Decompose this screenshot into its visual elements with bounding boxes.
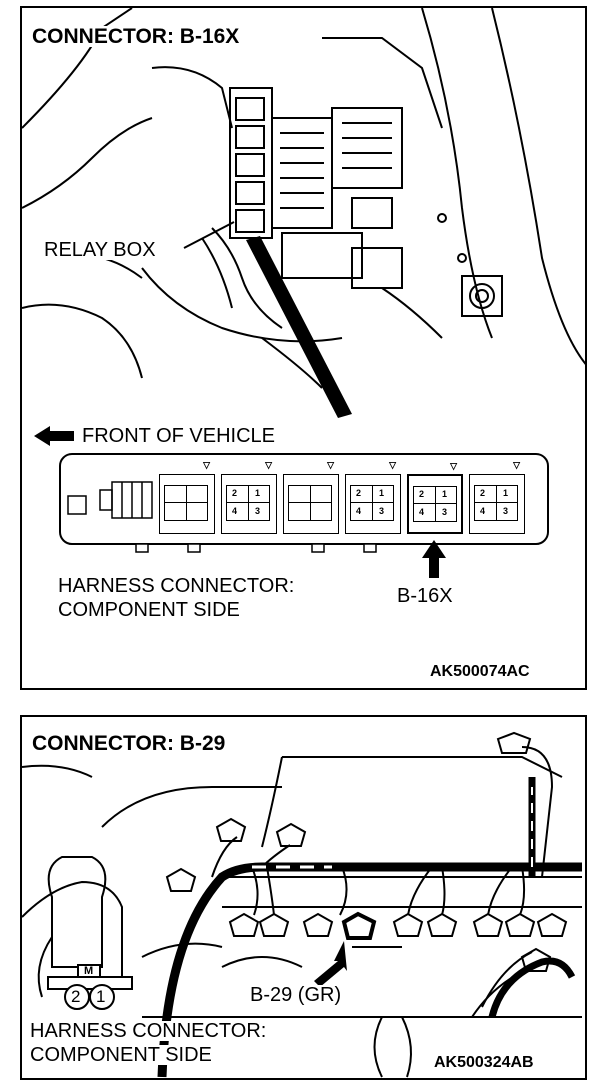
pin-label: 3	[379, 506, 385, 516]
harness-connector-label: HARNESS CONNECTOR:	[58, 575, 295, 597]
pin-1-label: 1	[96, 987, 106, 1006]
pin-label: 3	[442, 507, 448, 517]
connector-header: CONNECTOR: B-29	[32, 733, 230, 754]
component-side-label: COMPONENT SIDE	[58, 599, 240, 621]
pin-label: 4	[419, 507, 425, 517]
connector-module-4: ▽ 2 1 4 3	[345, 461, 401, 534]
b29-connector-highlight	[341, 911, 377, 940]
connector-module-1: ▽	[159, 461, 215, 534]
pin-label: 1	[255, 488, 261, 498]
figure-code: AK500074AC	[430, 663, 530, 680]
pin-label: 2	[480, 488, 486, 498]
connector-module-2: ▽ 2 1 4 3	[221, 461, 277, 534]
pin-label: 1	[503, 488, 509, 498]
terminal-marker: M	[84, 965, 94, 977]
pin-label: 3	[503, 506, 509, 516]
connector-module-6: ▽ 2 1 4 3	[469, 461, 525, 534]
b16x-pointer-arrow	[422, 540, 446, 578]
connector-module-b16x: ▽ 2 1 4 3	[407, 462, 463, 534]
connector-b16x-panel: ▽ ▽ 2 1 4 3 ▽ ▽ 2 1 4 3	[20, 6, 587, 690]
engine-harness-illustration	[22, 731, 582, 1078]
pin-label: 4	[480, 506, 486, 516]
pin-label: 2	[419, 489, 425, 499]
pin-label: 4	[232, 506, 238, 516]
figure-code: AK500324AB	[434, 1054, 534, 1071]
pin-label: 4	[356, 506, 362, 516]
b29-callout-label: B-29 (GR)	[250, 984, 342, 1006]
pin-label: 2	[356, 488, 362, 498]
component-side-label: COMPONENT SIDE	[30, 1044, 212, 1066]
connector-header: CONNECTOR: B-16X	[32, 26, 244, 47]
harness-connector-label: HARNESS CONNECTOR:	[30, 1020, 267, 1042]
pin-label: 3	[255, 506, 261, 516]
pin-label: 1	[379, 488, 385, 498]
relay-box-label: RELAY BOX	[44, 239, 156, 261]
front-of-vehicle-label: FRONT OF VEHICLE	[82, 425, 275, 447]
pin-2-label: 2	[71, 987, 81, 1006]
connector-b29-panel: CONNECTOR: B-29 M 2 1 B-29 (GR) HARNESS …	[20, 715, 587, 1080]
connector-module-3: ▽	[283, 461, 339, 534]
main-harness	[157, 862, 582, 1078]
pin-label: 2	[232, 488, 238, 498]
b16x-callout-label: B-16X	[397, 585, 453, 607]
pin-label: 1	[442, 489, 448, 499]
front-arrow-icon	[34, 426, 74, 446]
b29-pointer-arrow	[314, 941, 347, 987]
